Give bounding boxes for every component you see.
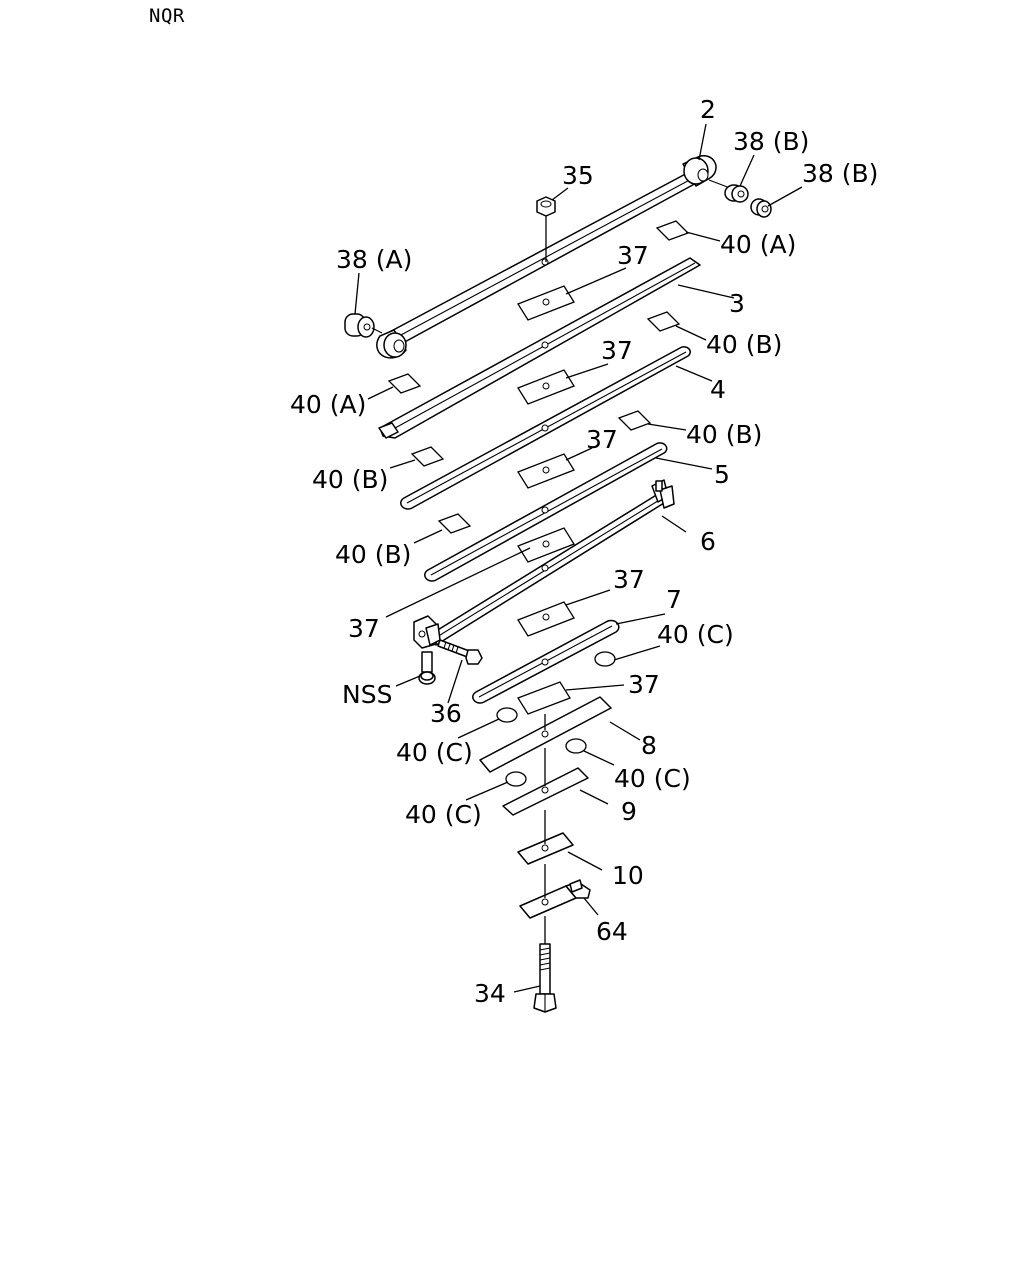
callout-5: 5	[714, 460, 730, 489]
callout-37-3: 37	[586, 425, 618, 454]
bushing-38b-2	[750, 198, 772, 218]
callout-7: 7	[666, 585, 682, 614]
pad-40c-2	[496, 707, 518, 723]
callout-34: 34	[474, 979, 506, 1008]
callout-40a-left: 40 (A)	[290, 390, 366, 419]
callout-37-1: 37	[617, 241, 649, 270]
callout-3: 3	[729, 289, 745, 318]
callout-38b-1: 38 (B)	[733, 127, 809, 156]
bracket-64	[519, 879, 591, 919]
leaf-5	[424, 442, 668, 582]
bolt-36	[437, 639, 483, 665]
callout-4: 4	[710, 375, 726, 404]
callout-40b-right-2: 40 (B)	[686, 420, 762, 449]
callout-37-2: 37	[601, 336, 633, 365]
callout-9: 9	[621, 797, 637, 826]
pad-40c-1	[594, 651, 616, 667]
pad-40a-left	[387, 373, 422, 394]
callout-36: 36	[430, 699, 462, 728]
bushing-38a	[344, 313, 383, 338]
bolt-34	[533, 943, 557, 1013]
pad-37-5	[517, 601, 575, 637]
model-code: NQR	[149, 5, 185, 27]
plate-9	[502, 767, 589, 816]
callout-38a: 38 (A)	[336, 245, 412, 274]
callout-10: 10	[612, 861, 644, 890]
callout-64: 64	[596, 917, 628, 946]
pad-40b-left-1	[410, 446, 445, 467]
callout-40c-right-1: 40 (C)	[657, 620, 734, 649]
callout-8: 8	[641, 731, 657, 760]
pad-40c-3	[565, 738, 587, 754]
callout-35: 35	[562, 161, 594, 190]
plate-10	[517, 832, 574, 865]
callout-2: 2	[700, 95, 716, 124]
bushing-38b-1	[724, 184, 749, 203]
pad-37-6	[517, 681, 571, 715]
callout-40b-right-1: 40 (B)	[706, 330, 782, 359]
pad-40c-4	[505, 771, 527, 787]
leaf-4	[400, 346, 691, 510]
leaf-7	[472, 619, 620, 704]
callout-40c-left-2: 40 (C)	[405, 800, 482, 829]
callout-40b-left-2: 40 (B)	[335, 540, 411, 569]
plate-8	[479, 696, 612, 773]
callout-37-5: 37	[613, 565, 645, 594]
callout-37-6: 37	[628, 670, 660, 699]
leaf-3	[378, 257, 701, 439]
pad-40b-right-1	[646, 311, 681, 332]
pad-37-1	[517, 285, 575, 321]
pad-37-2	[517, 369, 575, 405]
bolt-nss	[418, 651, 436, 685]
callout-40b-left-1: 40 (B)	[312, 465, 388, 494]
callout-40c-left-1: 40 (C)	[396, 738, 473, 767]
callout-38b-2: 38 (B)	[802, 159, 878, 188]
pad-37-3	[517, 453, 575, 489]
leaf-6	[413, 479, 675, 649]
callout-nss: NSS	[342, 680, 392, 709]
nut-35	[536, 196, 556, 262]
pad-40b-left-2	[437, 513, 472, 534]
leaf-2-main-leaf	[376, 155, 731, 359]
pad-37-4	[517, 527, 575, 563]
pad-40a-right	[655, 220, 690, 241]
callout-40c-right-2: 40 (C)	[614, 764, 691, 793]
callout-6: 6	[700, 527, 716, 556]
callout-37-4: 37	[348, 614, 380, 643]
pad-40b-right-2	[617, 410, 652, 431]
leader-lines	[354, 123, 803, 993]
callout-40a-right: 40 (A)	[720, 230, 796, 259]
